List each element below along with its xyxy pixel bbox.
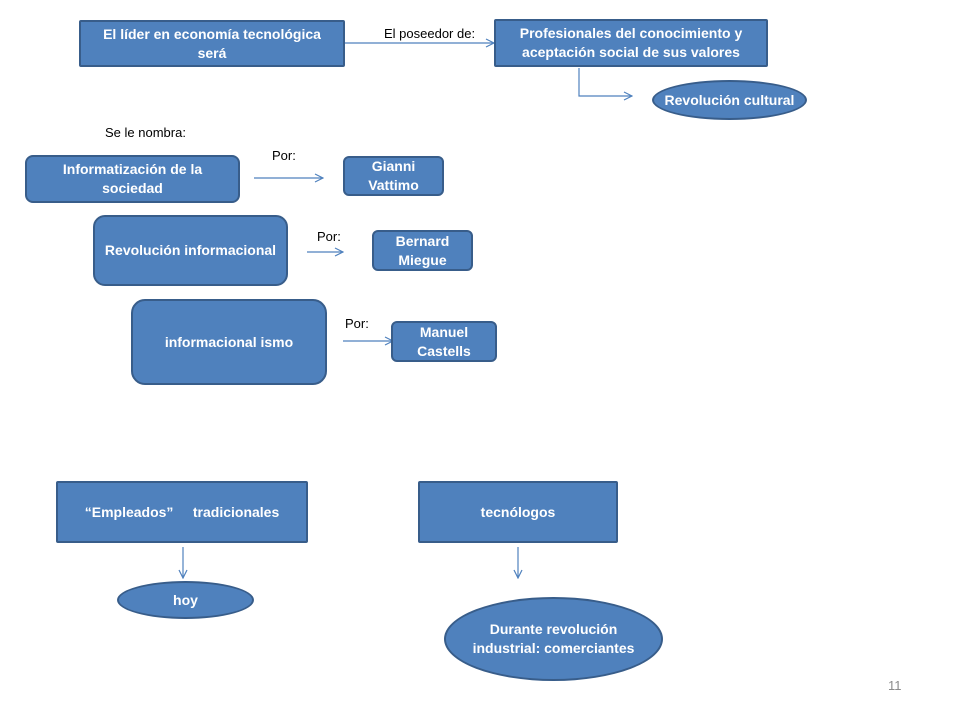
node-revolucion-informacional-text: Revolución informacional bbox=[104, 242, 277, 258]
arrow-profesionales-to-revolucion-cultural bbox=[578, 68, 632, 96]
node-revolucion-cultural: Revolución cultural bbox=[652, 80, 807, 120]
node-profesionales-text: Profesionales del conocimiento y aceptac… bbox=[519, 25, 743, 60]
node-manuel: Manuel Castells bbox=[391, 321, 497, 362]
node-hoy-text: hoy bbox=[173, 591, 198, 608]
node-tecnologos: tecnólogos bbox=[418, 481, 618, 543]
label-por-3: Por: bbox=[345, 316, 369, 331]
node-tecnologos-text: tecnólogos bbox=[480, 503, 556, 520]
label-poseedor: El poseedor de: bbox=[384, 26, 476, 41]
node-gianni: Gianni Vattimo bbox=[343, 156, 444, 196]
node-profesionales: Profesionales del conocimiento y aceptac… bbox=[494, 19, 768, 67]
node-lider-text: El líder en economía tecnológica será bbox=[103, 25, 321, 61]
node-bernard: Bernard Miegue bbox=[372, 230, 473, 271]
node-gianni-text: Gianni Vattimo bbox=[368, 158, 419, 193]
label-por-2: Por: bbox=[317, 229, 341, 244]
node-revolucion-cultural-text: Revolución cultural bbox=[664, 91, 795, 108]
node-durante: Durante revolución industrial: comercian… bbox=[444, 597, 663, 681]
page-number: 11 bbox=[888, 678, 902, 693]
node-empleados-text: “Empleados” tradicionales bbox=[84, 503, 280, 520]
node-hoy: hoy bbox=[117, 581, 254, 619]
label-por-1: Por: bbox=[272, 148, 296, 163]
node-informacionalismo-text: informacional ismo bbox=[164, 333, 294, 350]
node-revolucion-informacional: Revolución informacional bbox=[93, 215, 288, 286]
label-se-le-nombra: Se le nombra: bbox=[105, 125, 186, 140]
node-informatizacion-text: Informatización de la sociedad bbox=[62, 161, 203, 196]
node-informatizacion: Informatización de la sociedad bbox=[25, 155, 240, 203]
node-lider: El líder en economía tecnológica será bbox=[79, 20, 345, 67]
node-bernard-text: Bernard Miegue bbox=[395, 232, 450, 268]
node-empleados: “Empleados” tradicionales bbox=[56, 481, 308, 543]
node-manuel-text: Manuel Castells bbox=[417, 323, 471, 359]
node-informacionalismo: informacional ismo bbox=[131, 299, 327, 385]
node-durante-text: Durante revolución industrial: comercian… bbox=[472, 621, 635, 656]
